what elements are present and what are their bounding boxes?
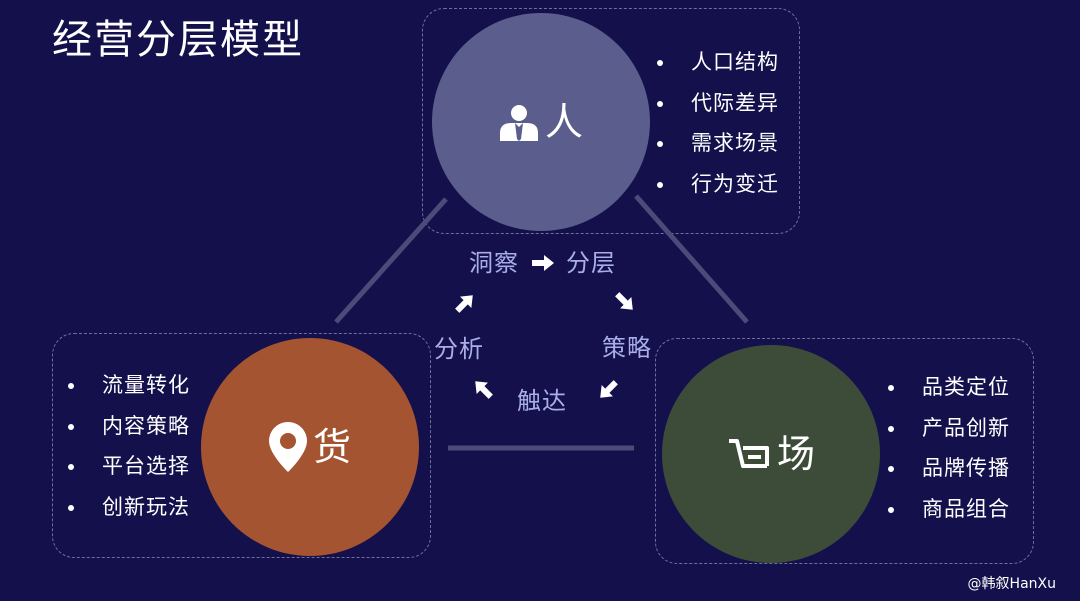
cycle-reach-label: 触达	[517, 387, 567, 415]
list-item: 品类定位	[886, 367, 1010, 408]
chang-label: 场	[776, 432, 815, 476]
cycle-layer-label: 分层	[566, 249, 616, 277]
chang-node: 场	[662, 345, 880, 563]
arrow-down-left-icon	[600, 380, 618, 398]
connector-ren-huo	[334, 197, 448, 324]
list-item: 流量转化	[66, 365, 190, 406]
list-item: 代际差异	[655, 83, 779, 124]
page-title: 经营分层模型	[52, 17, 304, 63]
cycle-strategy-label: 策略	[602, 334, 652, 362]
huo-group-box	[52, 333, 431, 558]
user-group-icon	[499, 103, 539, 141]
list-item: 需求场景	[655, 123, 779, 164]
arrow-up-left-icon	[475, 381, 493, 399]
list-item: 产品创新	[886, 408, 1010, 449]
location-pin-icon	[268, 422, 307, 472]
list-item: 品牌传播	[886, 448, 1010, 489]
list-item: 平台选择	[66, 446, 190, 487]
list-item: 行为变迁	[655, 164, 779, 205]
ren-group-box	[422, 8, 800, 234]
huo-list: 流量转化 内容策略 平台选择 创新玩法	[66, 365, 190, 527]
chang-list: 品类定位 产品创新 品牌传播 商品组合	[886, 367, 1010, 529]
arrow-right-icon	[532, 255, 554, 271]
arrow-up-right-icon	[455, 295, 473, 313]
ren-node: 人	[432, 13, 650, 231]
huo-node: 货	[201, 338, 419, 556]
huo-label: 货	[312, 425, 351, 469]
cycle-insight-label: 洞察	[469, 249, 519, 277]
chang-group-box	[655, 338, 1034, 564]
connector-ren-chang	[634, 194, 749, 324]
ren-label: 人	[544, 100, 583, 144]
shopping-cart-icon	[727, 438, 771, 470]
cycle-analyze-label: 分析	[434, 335, 484, 363]
list-item: 商品组合	[886, 489, 1010, 530]
arrow-down-right-icon	[615, 292, 633, 310]
list-item: 人口结构	[655, 42, 779, 83]
list-item: 创新玩法	[66, 487, 190, 528]
ren-list: 人口结构 代际差异 需求场景 行为变迁	[655, 42, 779, 204]
watermark: @韩叙HanXu	[967, 576, 1056, 592]
list-item: 内容策略	[66, 406, 190, 447]
